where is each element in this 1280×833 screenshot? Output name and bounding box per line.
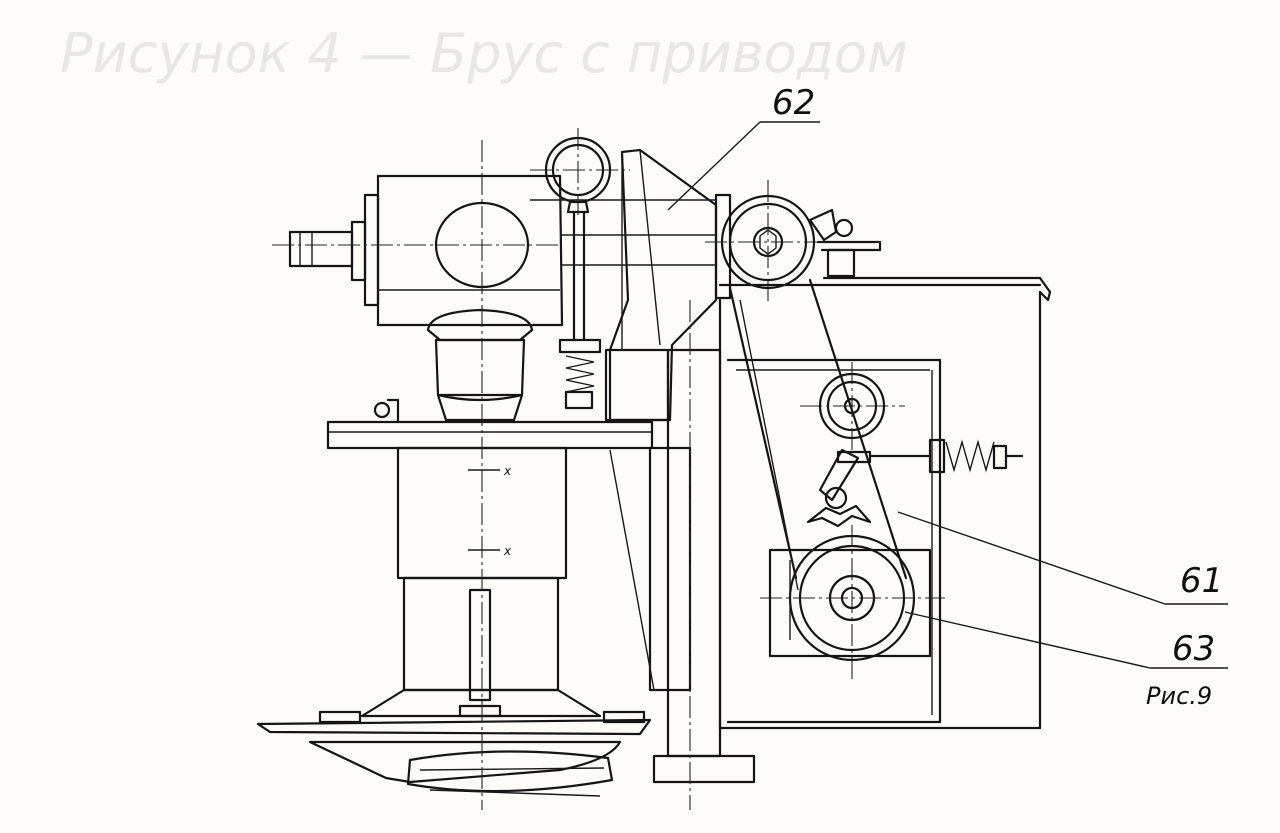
callout-63: 63 xyxy=(1172,629,1215,669)
callout-62: 62 xyxy=(772,83,815,123)
motor-housing xyxy=(288,174,564,327)
work-table xyxy=(326,398,654,450)
cutting-disc-assembly xyxy=(256,688,652,797)
spindle-column: x x xyxy=(396,446,568,702)
upper-drive-pulley xyxy=(714,193,882,300)
svg-text:x: x xyxy=(503,464,512,478)
drive-frame xyxy=(718,276,1052,732)
support-post xyxy=(604,348,756,784)
leader-lines xyxy=(667,121,1228,669)
svg-text:x: x xyxy=(503,544,512,558)
callout-61: 61 xyxy=(1180,561,1223,601)
belt-guard-bracket xyxy=(560,148,718,422)
tensioner-pulley xyxy=(806,372,1024,528)
figure-label: Рис.9 xyxy=(1146,682,1212,710)
gear-reducer xyxy=(426,308,534,422)
center-lines xyxy=(272,128,945,810)
faint-heading: Рисунок 4 — Брус с приводом xyxy=(60,22,908,85)
